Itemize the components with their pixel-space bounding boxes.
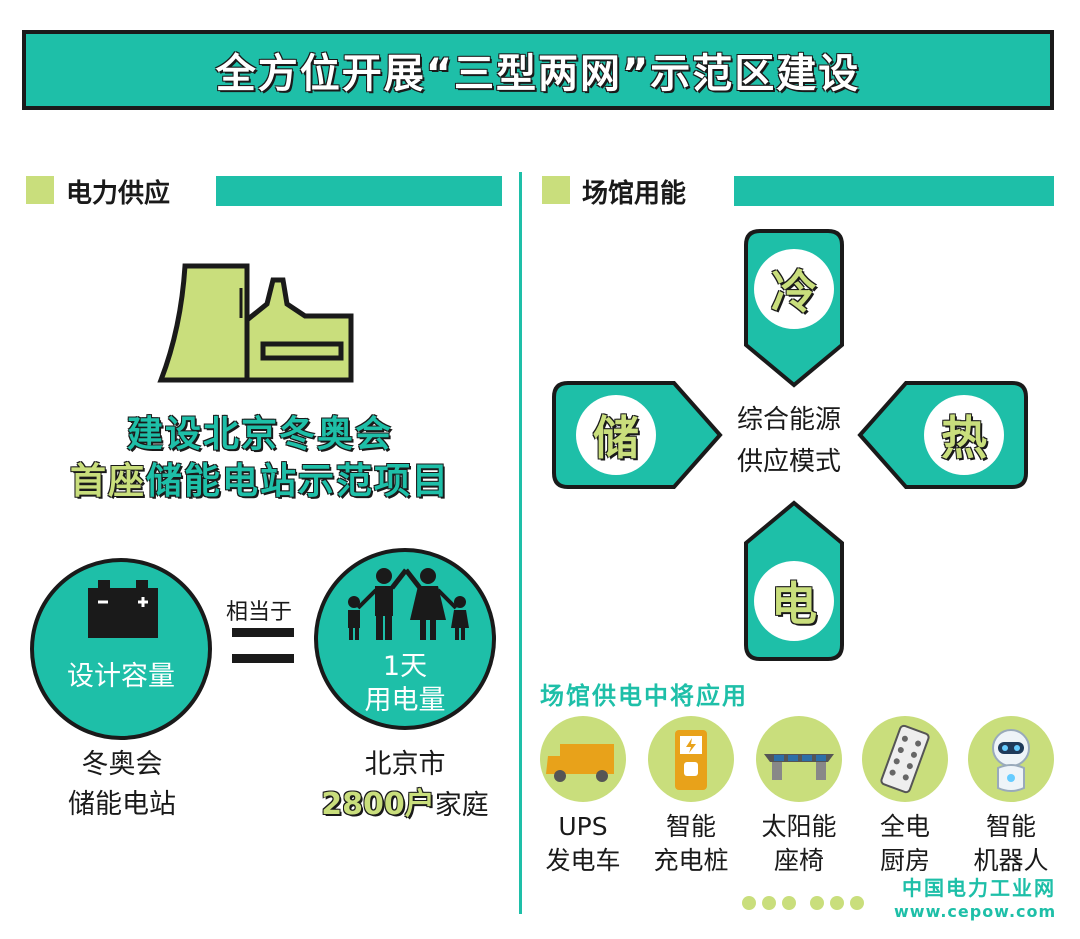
app-2-line1: 太阳能 [761, 812, 837, 841]
app-3-line1: 全电 [879, 812, 930, 841]
app-4-line1: 智能 [985, 812, 1036, 841]
bubble-power: 电 [771, 577, 817, 631]
page-title: 全方位开展“三型两网”示范区建设 [215, 51, 861, 97]
app-0-line2: 发电车 [545, 846, 621, 875]
title-banner: 全方位开展“三型两网”示范区建设 [22, 30, 1054, 110]
energy-mode-diagram [552, 229, 1028, 661]
app-2-line2: 座椅 [773, 846, 824, 875]
kitchen-appliance-icon [880, 724, 930, 794]
charging-pile-icon [675, 730, 707, 790]
equals-sign-top [232, 628, 294, 637]
dot [762, 896, 776, 910]
capacity-circle: 设计容量 [30, 558, 212, 740]
section-bar [216, 176, 502, 206]
watermark-name: 中国电力工业网 [902, 876, 1056, 900]
app-2-label: 太阳能 座椅 [744, 810, 854, 878]
truck-icon [546, 744, 614, 782]
headline-accent: 首座 [69, 461, 146, 502]
app-4-label: 智能 机器人 [956, 810, 1066, 878]
power-station-icon [157, 263, 354, 383]
caption-station-line1: 冬奥会 [81, 749, 163, 780]
section-marker [26, 176, 54, 204]
app-0-label: UPS 发电车 [528, 810, 638, 878]
dot [850, 896, 864, 910]
dot [742, 896, 756, 910]
app-0-line1: UPS [558, 812, 608, 841]
one-day-label: 1天 [382, 651, 428, 682]
pagination-dots [742, 896, 864, 910]
battery-icon [88, 580, 158, 638]
caption-households: 2800户家庭 [300, 786, 510, 825]
app-1-line2: 充电桩 [653, 846, 729, 875]
household-count: 2800户 [321, 787, 435, 822]
family-icon [348, 568, 469, 640]
section-title-power: 电力供应 [66, 179, 171, 209]
app-3-label: 全电 厨房 [850, 810, 960, 878]
app-4-circle [968, 716, 1054, 802]
bubble-heat: 热 [941, 411, 987, 465]
headline-line-1: 建设北京冬奥会 [126, 414, 393, 455]
app-0-circle [540, 716, 626, 802]
app-3-circle [862, 716, 948, 802]
app-4-line2: 机器人 [973, 846, 1049, 875]
app-1-circle [648, 716, 734, 802]
section-marker [542, 176, 570, 204]
section-bar [734, 176, 1054, 206]
headline-line-2: 首座储能电站示范项目 [30, 452, 490, 504]
app-1-line1: 智能 [665, 812, 716, 841]
capacity-label: 设计容量 [67, 661, 175, 692]
column-divider [519, 172, 522, 914]
dot [810, 896, 824, 910]
solar-bench-icon [764, 754, 834, 780]
consumption-label: 用电量 [364, 685, 446, 716]
dot [782, 896, 796, 910]
headline-rest: 储能电站示范项目 [146, 461, 451, 502]
app-2-circle [756, 716, 842, 802]
caption-city: 北京市 [364, 749, 446, 780]
household-circle: 1天 用电量 [314, 548, 496, 730]
dot [830, 896, 844, 910]
section-title-venue: 场馆用能 [582, 179, 687, 209]
bubble-cold: 冷 [771, 265, 817, 319]
center-line-2: 供应模式 [736, 447, 841, 477]
apps-title: 场馆供电中将应用 [540, 682, 748, 710]
household-suffix: 家庭 [434, 790, 489, 821]
caption-station-line2: 储能电站 [68, 789, 176, 820]
equivalent-label: 相当于 [226, 600, 293, 625]
equals-sign-bottom [232, 654, 294, 663]
watermark-url: www.cepow.com [894, 902, 1057, 921]
center-line-1: 综合能源 [736, 405, 841, 435]
robot-icon [992, 729, 1030, 792]
app-3-line2: 厨房 [879, 846, 930, 875]
app-1-label: 智能 充电桩 [636, 810, 746, 878]
bubble-storage: 储 [593, 411, 639, 465]
